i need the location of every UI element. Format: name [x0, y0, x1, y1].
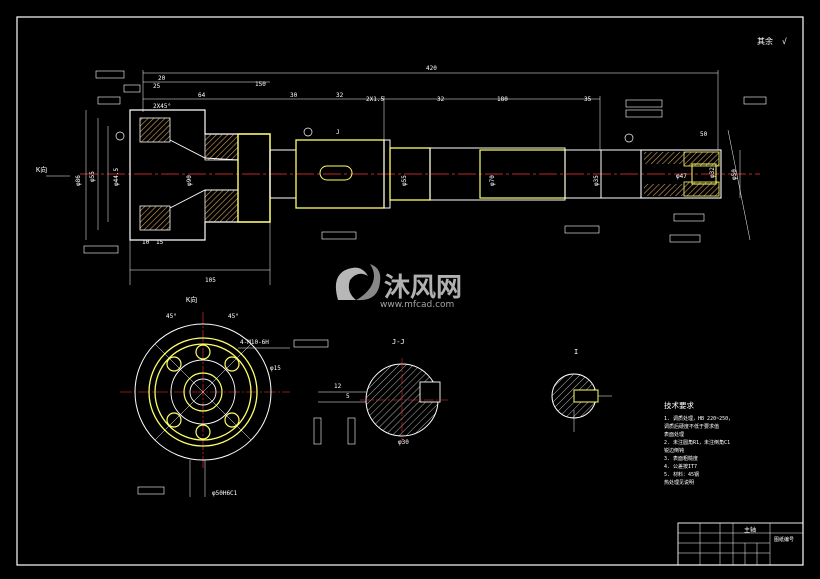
dim-top-7: 2X1.5 — [366, 96, 384, 103]
small-section-label: I — [574, 348, 578, 356]
keyway-slot — [319, 165, 353, 181]
dim-overall-length: 420 — [426, 65, 437, 72]
jj-title: J-J — [392, 338, 405, 346]
jj-dim-1: 12 — [334, 383, 342, 390]
dim-left-4: φ90 — [186, 175, 193, 186]
title-block: 主轴 图纸编号 — [677, 522, 804, 566]
dim-right-2: φ50 — [731, 169, 738, 180]
dim-top-4: 64 — [198, 92, 206, 99]
dim-right-3: φ32 — [709, 167, 716, 178]
k-angle-1: 45° — [166, 313, 177, 320]
k-view: K向 45° 45° 4-M10-6H φ15 φ50H6C1 — [120, 295, 329, 497]
dim-top-5: 30 — [290, 92, 298, 99]
tech-req-line: 热处理见说明 — [664, 479, 694, 486]
dim-bottom-small-2: 15 — [156, 239, 164, 246]
watermark-logo-icon — [335, 264, 381, 301]
k-bottom-note: φ50H6C1 — [212, 490, 238, 497]
tech-req-line: 3. 表面粗糙度 — [664, 455, 698, 462]
flange-yellow-face — [237, 133, 271, 223]
k-view-title: K向 — [186, 295, 197, 304]
tech-req-title: 技术要求 — [664, 400, 694, 410]
dim-left-2: φ55 — [89, 171, 96, 182]
k-outer-circle — [134, 323, 272, 461]
dim-mid-3: φ35 — [593, 175, 600, 186]
corner-roughness-note: 其余 — [757, 36, 773, 46]
tech-req-line: 1. 调质处理，HB 220~250， — [664, 415, 733, 422]
dim-right-1: φ47 — [676, 173, 687, 180]
dim-mid-1: φ55 — [401, 175, 408, 186]
dim-right-4: 50 — [700, 131, 708, 138]
dim-top-2: 25 — [153, 83, 161, 90]
tech-req-line: 锐边倒钝 — [664, 447, 684, 454]
k-note-diameter: φ15 — [270, 365, 281, 372]
tech-req-line: 4. 公差按IT7 — [664, 463, 697, 470]
watermark: 沐风网 www.mfcad.com — [335, 264, 462, 310]
dim-top-6: 32 — [336, 92, 344, 99]
right-end — [640, 149, 722, 199]
technical-requirements: 技术要求 1. 调质处理，HB 220~250， 调质后硬度不低于要求值 表面处… — [664, 400, 733, 486]
watermark-url: www.mfcad.com — [380, 300, 454, 310]
drawing-frame — [16, 16, 804, 566]
dim-mid-2: φ70 — [489, 175, 496, 186]
jj-dim-2: 5 — [346, 393, 350, 400]
jj-keyway — [419, 381, 441, 403]
flange-hatch-inner-bottom — [204, 189, 239, 223]
dim-left-1: φ86 — [75, 175, 82, 186]
k-note-thread: 4-M10-6H — [240, 339, 269, 346]
dim-top-1: 20 — [158, 75, 166, 82]
title-block-code: 图纸编号 — [774, 536, 794, 543]
jj-dim-3: φ30 — [398, 439, 409, 446]
small-section: I — [551, 348, 612, 432]
tech-req-line: 5. 材料：45钢 — [664, 471, 699, 478]
tech-req-line: 调质后硬度不低于要求值 — [664, 423, 719, 430]
dim-bottom-small-1: 10 — [142, 239, 150, 246]
flange-hatch-bottom — [139, 205, 171, 231]
dim-top-10: 35 — [584, 96, 592, 103]
dim-top-9: 180 — [497, 96, 508, 103]
dim-left-3: φ44.5 — [113, 168, 120, 186]
k-direction-label: K向 — [36, 165, 47, 174]
title-block-name: 主轴 — [744, 526, 756, 534]
dim-top-3: 150 — [255, 81, 266, 88]
flange-hatch-top — [139, 117, 171, 143]
chamfer-left: 2X45° — [153, 103, 171, 110]
jj-section: J-J 12 5 φ30 — [313, 338, 448, 446]
flange-hatch-inner-top — [204, 133, 239, 161]
tech-req-line: 2. 未注圆角R1，未注倒角C1 — [664, 439, 730, 446]
dim-bottom: 105 — [205, 277, 216, 284]
j-marker: J — [336, 129, 340, 136]
main-shaft-view: 420 20 150 64 30 32 2X1.5 32 180 35 25 2… — [36, 65, 767, 285]
k-angle-2: 45° — [228, 313, 239, 320]
tech-req-line: 表面处理 — [664, 431, 684, 438]
dim-top-8: 32 — [437, 96, 445, 103]
watermark-cn: 沐风网 — [384, 273, 462, 303]
roughness-symbol: √ — [782, 37, 787, 46]
